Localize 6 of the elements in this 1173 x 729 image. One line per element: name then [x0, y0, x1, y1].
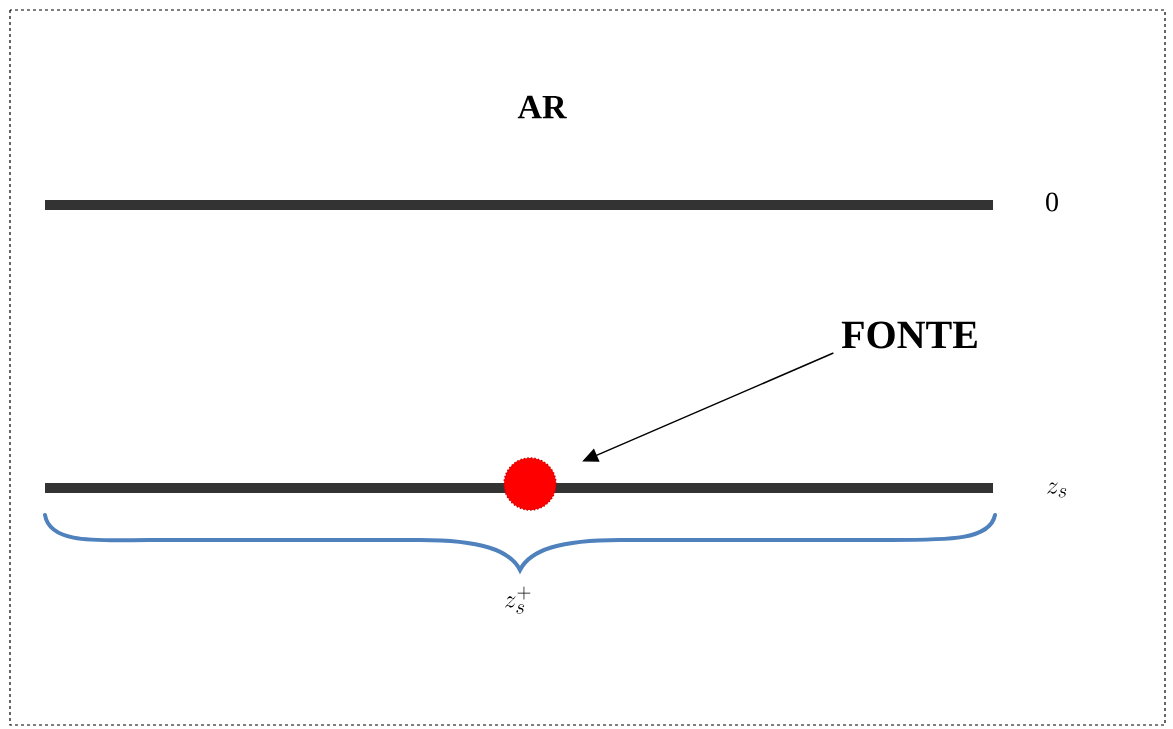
brace-label: $z_s^+$: [505, 586, 531, 614]
heading: AR: [517, 95, 567, 119]
level-label: 0: [1046, 192, 1058, 212]
level-label: $z_s$: [1047, 482, 1067, 498]
callout-text: FONTE: [841, 321, 977, 349]
source-dot: [503, 457, 557, 511]
